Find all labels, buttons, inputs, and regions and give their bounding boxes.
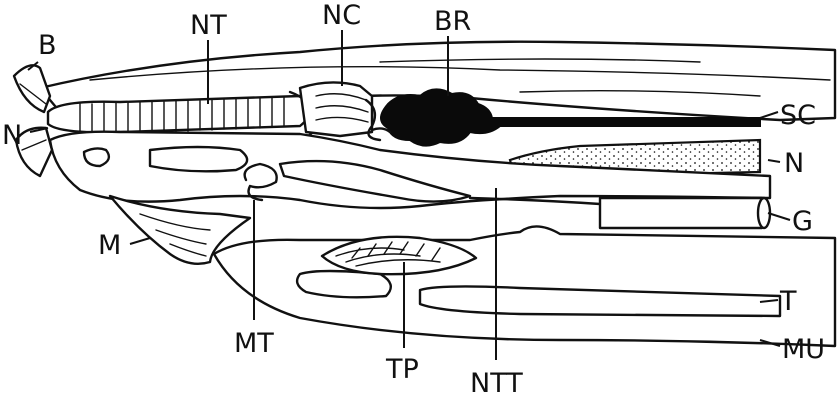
ventral-body xyxy=(212,225,837,348)
label-NC: NC xyxy=(322,0,361,31)
label-NTT: NTT xyxy=(470,368,523,399)
label-NT: NT xyxy=(190,10,227,41)
gut-tube xyxy=(598,196,772,230)
nerve-cord xyxy=(298,81,382,142)
label-M: M xyxy=(98,230,121,261)
notochord xyxy=(46,90,318,142)
label-N-right: N xyxy=(784,148,804,179)
label-BR: BR xyxy=(434,6,471,37)
label-MU: MU xyxy=(782,334,825,365)
label-SC: SC xyxy=(780,100,816,131)
label-B: B xyxy=(38,30,57,61)
mid-body xyxy=(48,130,772,210)
tentacle-pouch xyxy=(320,235,478,276)
label-T: T xyxy=(779,286,797,317)
label-G: G xyxy=(792,206,813,237)
leader-lines xyxy=(27,30,791,360)
label-MT: MT xyxy=(234,328,274,359)
label-N-left: N xyxy=(2,120,22,151)
brain-and-spinal-cord xyxy=(370,88,761,147)
mouth-region xyxy=(108,194,252,265)
label-TP: TP xyxy=(385,354,419,385)
snout xyxy=(12,64,54,178)
